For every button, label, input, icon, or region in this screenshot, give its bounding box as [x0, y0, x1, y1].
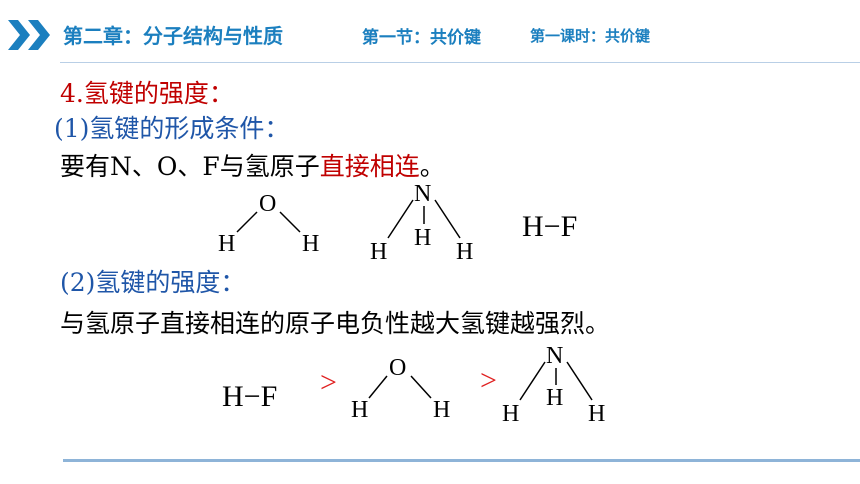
water-bonds	[236, 211, 301, 233]
hf-molecule-1: H−F	[522, 210, 578, 243]
nitrogen-atom: N	[546, 343, 564, 369]
slide-title: 4.氢键的强度：	[60, 79, 234, 108]
condition-prefix: 要有N、O、F与氢原子	[60, 152, 320, 181]
ammonia-bonds	[519, 361, 593, 401]
hydrogen-atom-right: H	[588, 401, 606, 427]
water-molecule-2: O H H	[345, 352, 465, 424]
water-bonds	[368, 375, 432, 399]
ammonia-molecule-1: N H H H	[366, 180, 486, 268]
hydrogen-atom-right: H	[456, 239, 474, 265]
section-title: 第一节：共价键	[362, 28, 481, 48]
subtitle-formation-condition: (1)氢键的形成条件：	[54, 114, 290, 143]
hydrogen-atom-left: H	[351, 397, 369, 423]
hydrogen-atom-left: H	[218, 231, 236, 257]
condition-highlight: 直接相连	[319, 152, 420, 181]
double-chevron-right-icon	[8, 20, 50, 50]
greater-than-sign-2: >	[480, 364, 497, 397]
lesson-title: 第一课时：共价键	[530, 27, 651, 45]
formation-condition-text: 要有N、O、F与氢原子直接相连。	[60, 147, 445, 183]
oxygen-atom: O	[259, 191, 277, 217]
hydrogen-atom-middle: H	[414, 225, 432, 251]
subtitle-bond-strength: (2)氢键的强度：	[60, 268, 246, 297]
ammonia-molecule-2: N H H H	[500, 338, 620, 430]
hf-molecule-2: H−F	[222, 380, 278, 413]
greater-than-sign-1: >	[320, 366, 337, 399]
water-molecule-1: O H H	[210, 190, 330, 260]
chapter-title: 第二章：分子结构与性质	[63, 24, 283, 48]
hydrogen-atom-right: H	[433, 397, 451, 423]
bond-strength-text: 与氢原子直接相连的原子电负性越大氢键越强烈。	[60, 309, 611, 338]
oxygen-atom: O	[389, 355, 407, 381]
condition-suffix: 。	[419, 152, 445, 181]
ammonia-bonds	[387, 199, 461, 239]
hydrogen-atom-middle: H	[546, 385, 564, 411]
nitrogen-atom: N	[414, 181, 432, 207]
hydrogen-atom-right: H	[302, 231, 320, 257]
hydrogen-atom-left: H	[502, 401, 520, 427]
hydrogen-atom-left: H	[370, 239, 388, 265]
slide-header: 第二章：分子结构与性质 第一节：共价键 第一课时：共价键	[0, 0, 860, 63]
footer-divider	[63, 459, 860, 462]
header-divider	[60, 62, 860, 63]
